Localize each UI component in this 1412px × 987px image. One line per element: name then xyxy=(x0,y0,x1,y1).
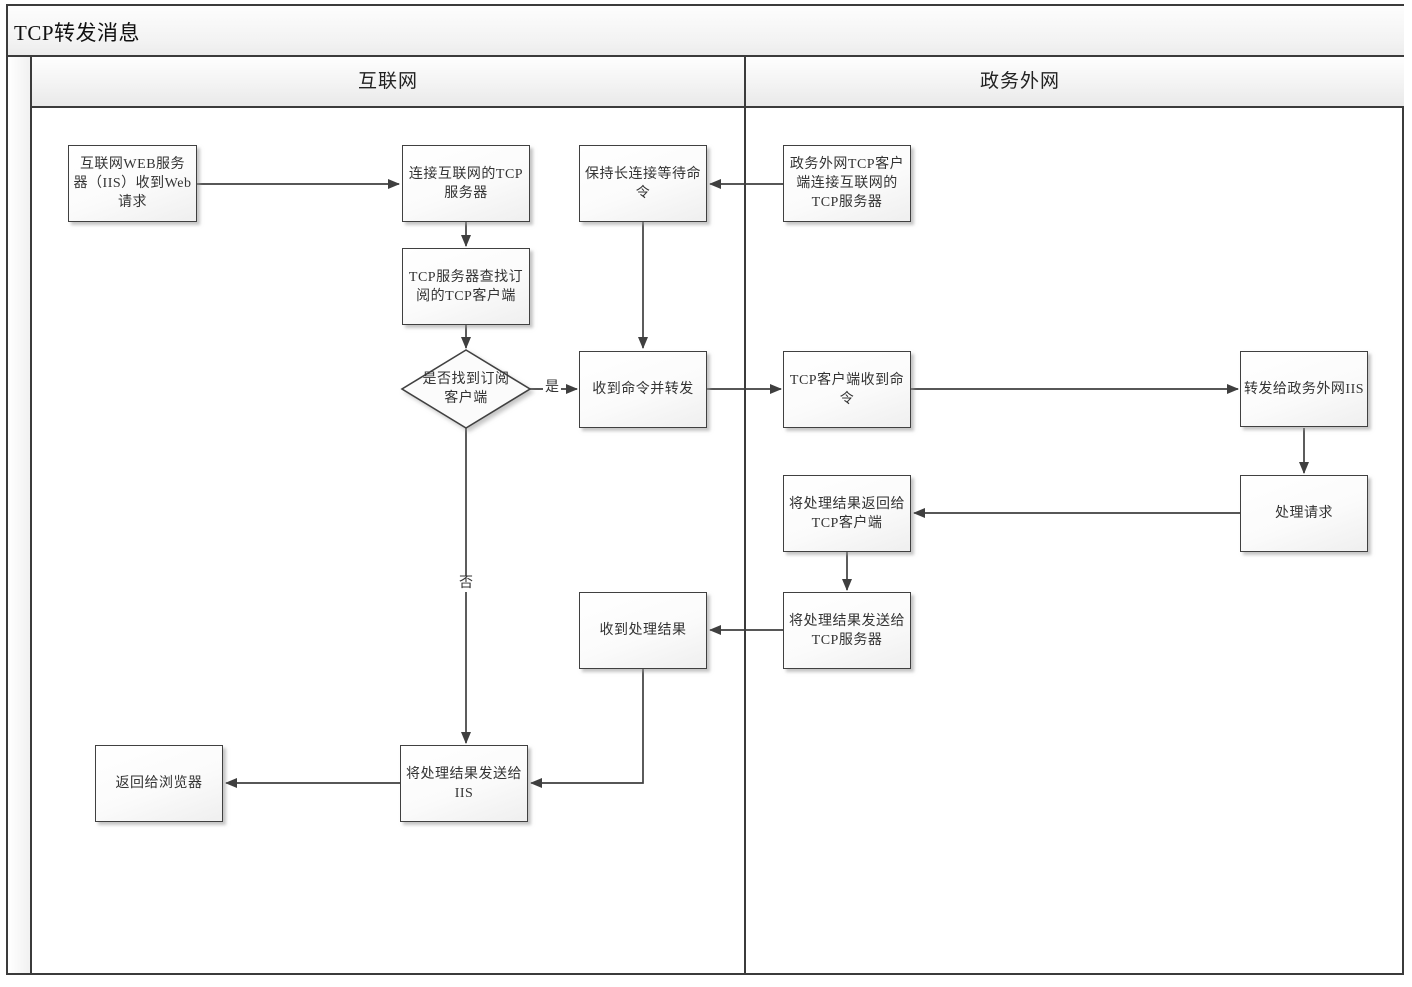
node-receive-result: 收到处理结果 xyxy=(579,592,707,669)
lane-divider xyxy=(744,57,746,973)
node-connect-tcp-server: 连接互联网的TCP服务器 xyxy=(402,145,530,222)
lane-header-band xyxy=(32,57,1404,106)
node-send-result-to-iis: 将处理结果发送给IIS xyxy=(400,745,528,822)
diagram-title: TCP转发消息 xyxy=(14,21,141,45)
title-bar xyxy=(8,6,1404,55)
node-gov-client-connect: 政务外网TCP客户端连接互联网的TCP服务器 xyxy=(783,145,911,222)
node-process-request: 处理请求 xyxy=(1240,475,1368,552)
node-tcp-client-receive: TCP客户端收到命令 xyxy=(783,351,911,428)
node-found-client-decision: 是否找到订阅客户端 xyxy=(422,372,510,406)
node-send-result-to-server: 将处理结果发送给TCP服务器 xyxy=(783,592,911,669)
left-title-strip xyxy=(8,57,30,973)
edge-label-yes: 是 xyxy=(543,380,561,396)
node-keep-long-connection: 保持长连接等待命令 xyxy=(579,145,707,222)
left-strip-divider xyxy=(30,57,32,973)
lane-header-internet: 互联网 xyxy=(357,71,418,92)
node-web-request: 互联网WEB服务器（IIS）收到Web请求 xyxy=(68,145,197,222)
node-receive-forward-command: 收到命令并转发 xyxy=(579,351,707,428)
node-return-to-browser: 返回给浏览器 xyxy=(95,745,223,822)
diagram-frame xyxy=(6,4,1404,975)
edge-label-no: 否 xyxy=(457,576,475,592)
node-find-subscribed-client: TCP服务器查找订阅的TCP客户端 xyxy=(402,248,530,325)
node-forward-gov-iis: 转发给政务外网IIS xyxy=(1240,351,1368,427)
lane-header-gov-extranet: 政务外网 xyxy=(979,71,1060,92)
node-return-result-to-client: 将处理结果返回给TCP客户端 xyxy=(783,475,911,552)
title-bar-divider xyxy=(6,55,1404,57)
lane-header-divider xyxy=(31,106,1404,108)
